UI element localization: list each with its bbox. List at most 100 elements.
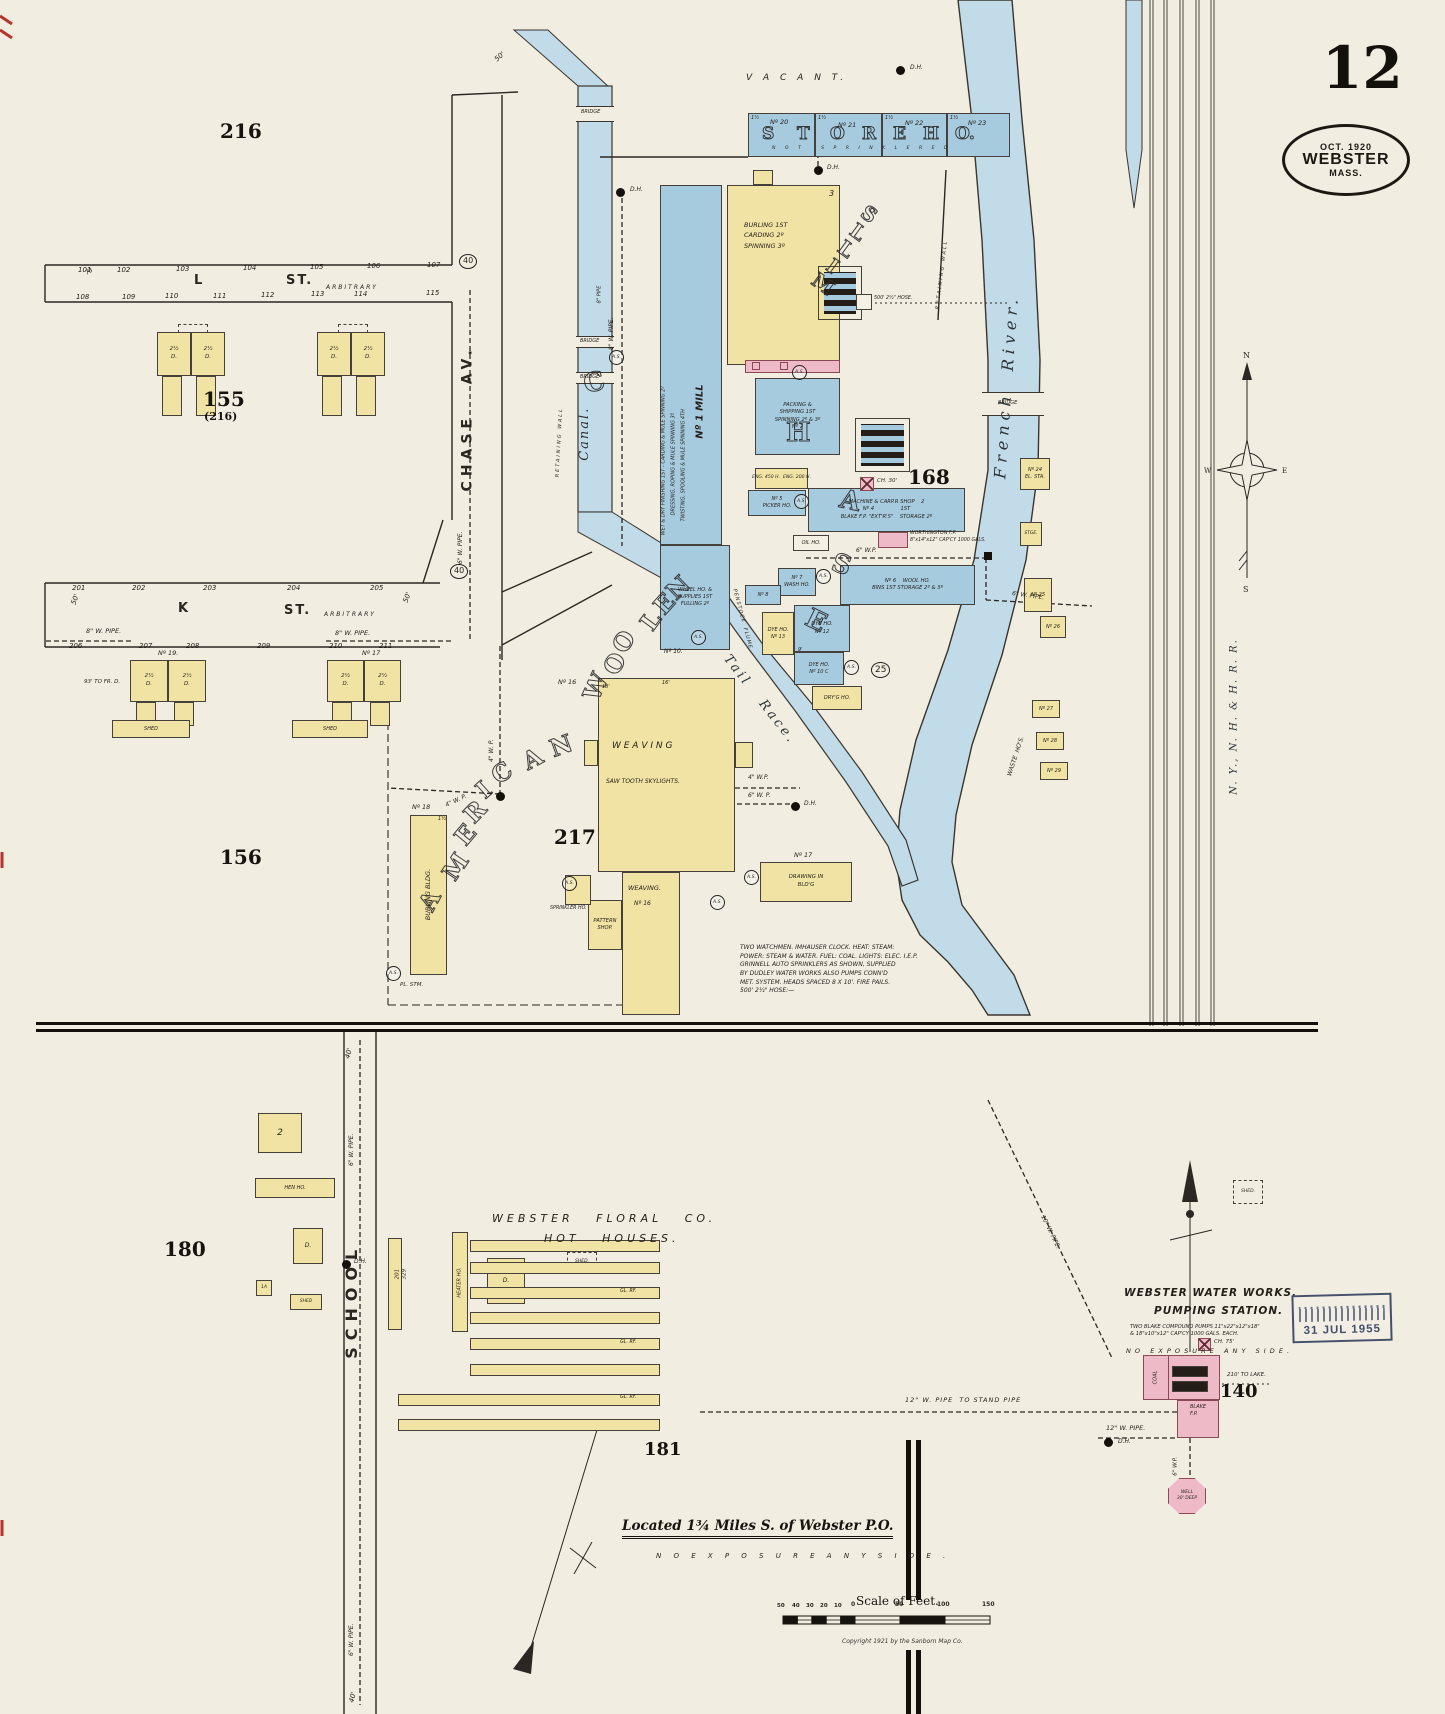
building-yellow (470, 1312, 660, 1324)
building-label-machine-carp-r-shop-2-n-4-1st-: MACHINE & CARP.R SHOP 2 Nº 4 1ST BLAKE F… (840, 499, 933, 520)
building-label-2-d: 2½ D. (169, 346, 179, 360)
building-yellow (470, 1240, 660, 1252)
arc-letter-e: E (893, 124, 907, 145)
building-shed: SHED (290, 1294, 322, 1310)
arc-letter-s: S (827, 547, 856, 583)
arc-letter-s: S (761, 124, 775, 145)
map-label-bridge: BRIDGE (580, 374, 600, 380)
arc-letter-o: O (830, 124, 846, 145)
map-label-40: 40 (792, 1603, 800, 1609)
section-divider (36, 1022, 1318, 1025)
auto-sprinkler-marker: A.S. (816, 569, 831, 584)
building-yellow (370, 702, 390, 726)
map-label-sprinkler-ho: SPRINKLER HO. (550, 906, 587, 911)
building-label-d: D. (502, 1276, 510, 1284)
north-arrow-waterworks (1169, 1160, 1213, 1352)
building-label-dye-ho-n-12: DYE HO. Nº 12 (811, 621, 833, 635)
building-packing-shipping-1st-spinning-: PACKING & SHIPPING 1ST SPINNING 2º & 3º … (755, 378, 840, 455)
building-dark (1172, 1366, 1208, 1377)
map-label-n-y-n-h-h-r-r: N. Y., N. H. & H. R. R. (1228, 638, 1240, 795)
map-label-100: 100 (937, 1601, 950, 1608)
map-label-6-w-pipe: 6" W. PIPE. (456, 531, 464, 565)
map-label-93-to-fr-d: 93' TO FR. D. (84, 679, 121, 685)
map-label-6-w-pipe: 6" W. PIPE. (1011, 590, 1045, 602)
building-label-dye-ho-n-13: DYE HO. Nº 13 (767, 626, 789, 640)
railroad-south (906, 1440, 921, 1714)
map-label-retaining-wall: RETAINING WALL (554, 407, 565, 478)
map-label-st: ST. (286, 273, 314, 288)
arc-letter-o: O. (955, 124, 976, 145)
map-label-hot-houses: HOT HOUSES. (544, 1232, 680, 1245)
sheet-edge-marks (0, 14, 13, 1536)
building-1a: 1A (256, 1280, 272, 1296)
map-label-155: 155 (203, 387, 245, 411)
map-label-0: 0 (851, 1601, 856, 1608)
building-label-eng-450-h-eng-200-h: ENG. 450 H. ENG. 200 H. (752, 475, 811, 481)
building-blue (660, 185, 722, 545)
title-oval: OCT. 1920 WEBSTER MASS. (1282, 124, 1410, 196)
arc-letter-a: A (517, 741, 548, 776)
map-label-n-18: Nº 18 (412, 803, 431, 811)
building-label-shed: SHED (323, 725, 337, 732)
building-2-d: 2½ D. (364, 660, 401, 702)
map-label-gl-rf: GL. RF. (620, 1395, 637, 1400)
auto-sprinkler-marker: A.S. (386, 966, 401, 981)
building-label-dry-g-ho: DRY'G HO. (823, 694, 851, 701)
building-blue (748, 113, 815, 157)
arc-letter-w: W (576, 668, 615, 705)
building-n-7-wash-ho: Nº 7 WASH HO. (778, 568, 816, 596)
building-yellow (162, 376, 182, 416)
building-shed: SHED. (1233, 1180, 1263, 1204)
map-label-saw-tooth-skylights: SAW TOOTH SKYLIGHTS. (606, 778, 680, 785)
map-label-n-1-mill: Nº 1 MILL (694, 384, 706, 439)
map-label-217: 217 (554, 825, 596, 849)
map-label-150: 150 (982, 1601, 995, 1608)
map-label-waste-ho-s: WASTE HO'S. (1006, 735, 1026, 777)
map-label-201-329: 201 329 (394, 1268, 408, 1280)
building-label-2-d: 2½ D. (341, 673, 350, 687)
building-label-2-d: 2½ D. (378, 673, 387, 687)
building-label-2-d: 2½ D. (329, 346, 339, 360)
sheet-number: 12 (1322, 34, 1403, 102)
building-yellow (196, 376, 216, 416)
building-machine-carp-r-shop-2-n-4-1st-: MACHINE & CARP.R SHOP 2 Nº 4 1ST BLAKE F… (808, 488, 965, 532)
building-blue (947, 113, 1010, 157)
map-label-112: 112 (261, 291, 275, 299)
building-n-8: Nº 8 (745, 585, 781, 605)
building-label-n-5-picker-ho: Nº 5 PICKER HO. (762, 496, 792, 509)
map-label-6-w-p: 6" W. P. (748, 792, 771, 799)
map-label-18: 18' (602, 684, 610, 690)
map-label-101: 101 (78, 266, 92, 274)
map-label-pl-stm: PL. STM. (400, 982, 424, 988)
map-label-10-w-pipe: 10" W. PIPE. (1039, 1214, 1062, 1250)
map-label-40: 40' (347, 1691, 358, 1704)
building-yellow (735, 742, 753, 768)
building-label-oil-ho: OIL HO. (801, 539, 821, 546)
building-yellow (727, 185, 840, 365)
map-label-104: 104 (243, 264, 257, 272)
building-blue (882, 113, 947, 157)
arc-letter-a: A (412, 885, 447, 916)
building-eng-450-h-eng-200-h: ENG. 450 H. ENG. 200 H. (752, 468, 811, 489)
map-label-205: 205 (370, 584, 384, 592)
map-label-gl-rf: GL. RF. (620, 1289, 637, 1294)
building-label-n-7-wash-ho: Nº 7 WASH HO. (784, 575, 810, 588)
map-label-v-a-c-a-n-t: V A C A N T. (746, 73, 848, 83)
building-oil-ho: OIL HO. (793, 535, 829, 551)
building-2-d: 2½ D. (317, 332, 351, 376)
map-label-10: 10 (834, 1603, 842, 1609)
map-label-bridge: BRIDGE (581, 109, 601, 115)
map-label-211: 211 (379, 642, 393, 650)
map-label-webster-water-works: WEBSTER WATER WORKS. (1124, 1287, 1298, 1299)
building-n-28: Nº 28 (1036, 732, 1064, 750)
map-label-l: L (194, 273, 205, 288)
map-label-1: 1½ (751, 115, 760, 121)
building-dash (338, 324, 368, 333)
map-label-n-20: Nº 20 (770, 118, 789, 126)
map-label-dressing-roping-mule-spinning-: DRESSING, ROPING & MULE SPINNING 3º (670, 412, 677, 516)
map-label-k: K (178, 601, 191, 616)
map-label-1: 1½ (885, 115, 894, 121)
auto-sprinkler-marker: A.S. (744, 870, 759, 885)
arc-letter-a: A (837, 484, 864, 519)
building-dye-ho-n-12: DYE HO. Nº 12 (794, 605, 850, 652)
